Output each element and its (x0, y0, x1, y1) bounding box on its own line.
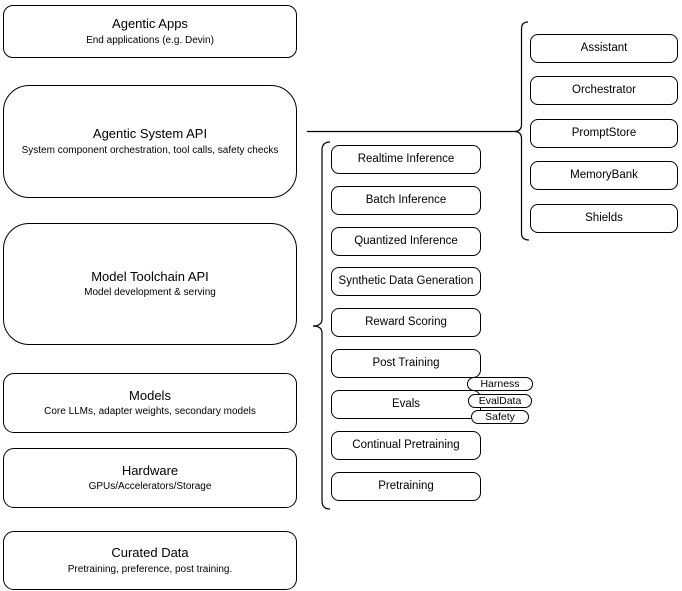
node-batch-inference: Batch Inference (331, 186, 481, 215)
node-reward-scoring: Reward Scoring (331, 308, 481, 337)
node-label: Synthetic Data Generation (338, 274, 474, 287)
node-label: PromptStore (571, 126, 637, 139)
tag-label: Safety (485, 410, 515, 423)
node-label: Pretraining (378, 479, 434, 492)
node-label: Post Training (372, 356, 440, 369)
node-label: Assistant (580, 41, 628, 54)
middle-column-brace (312, 141, 331, 510)
node-quantized-inference: Quantized Inference (331, 227, 481, 256)
tag-harness: Harness (467, 377, 533, 391)
node-label: Reward Scoring (365, 315, 447, 328)
node-post-training: Post Training (331, 349, 481, 378)
node-evals: Evals (331, 390, 481, 419)
node-label: Batch Inference (365, 193, 447, 206)
right-column-brace (513, 21, 530, 241)
node-subtitle: System component orchestration, tool cal… (21, 144, 279, 156)
node-models: Models Core LLMs, adapter weights, secon… (3, 373, 297, 433)
node-subtitle: Model development & serving (84, 287, 216, 299)
tag-safety: Safety (471, 410, 529, 424)
node-memorybank: MemoryBank (530, 161, 678, 190)
node-label: Evals (391, 397, 421, 410)
node-subtitle: End applications (e.g. Devin) (86, 34, 214, 46)
node-title: Agentic System API (92, 126, 208, 142)
node-orchestrator: Orchestrator (530, 76, 678, 105)
node-continual-pretraining: Continual Pretraining (331, 431, 481, 460)
node-model-toolchain-api: Model Toolchain API Model development & … (3, 223, 297, 345)
node-label: Shields (585, 211, 623, 224)
node-hardware: Hardware GPUs/Accelerators/Storage (3, 448, 297, 508)
node-pretraining: Pretraining (331, 472, 481, 501)
node-label: Continual Pretraining (352, 438, 460, 451)
node-label: Realtime Inference (357, 152, 455, 165)
node-label: MemoryBank (570, 168, 638, 181)
node-shields: Shields (530, 204, 678, 233)
node-title: Agentic Apps (112, 16, 188, 32)
node-agentic-system-api: Agentic System API System component orch… (3, 85, 297, 198)
node-realtime-inference: Realtime Inference (331, 145, 481, 174)
tag-label: Harness (480, 377, 520, 390)
node-title: Hardware (121, 462, 179, 478)
node-title: Model Toolchain API (91, 268, 209, 284)
node-label: Quantized Inference (354, 234, 458, 247)
node-subtitle: GPUs/Accelerators/Storage (88, 481, 212, 493)
node-title: Models (129, 387, 171, 403)
tag-evaldata: EvalData (468, 394, 532, 408)
node-curated-data: Curated Data Pretraining, preference, po… (3, 531, 297, 590)
tag-label: EvalData (478, 394, 522, 407)
node-subtitle: Pretraining, preference, post training. (67, 563, 233, 575)
node-assistant: Assistant (530, 34, 678, 63)
node-promptstore: PromptStore (530, 119, 678, 148)
node-agentic-apps: Agentic Apps End applications (e.g. Devi… (3, 5, 297, 58)
node-subtitle: Core LLMs, adapter weights, secondary mo… (44, 406, 256, 418)
node-title: Curated Data (111, 545, 189, 561)
node-synthetic-data-generation: Synthetic Data Generation (331, 267, 481, 296)
node-label: Orchestrator (572, 83, 636, 96)
